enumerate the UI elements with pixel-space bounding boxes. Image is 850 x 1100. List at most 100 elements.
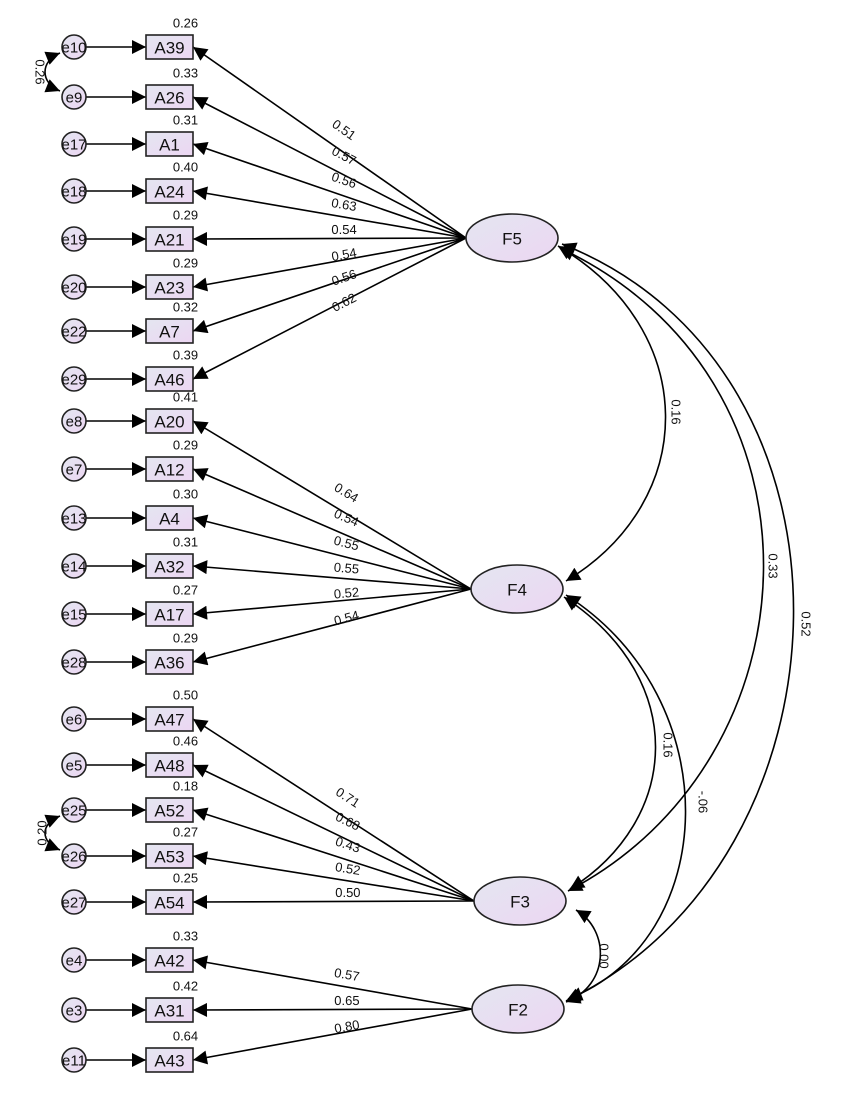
error-label: e29 bbox=[61, 372, 86, 389]
error-label: e15 bbox=[61, 607, 86, 624]
loading-path bbox=[192, 237, 467, 292]
observed-variable bbox=[145, 131, 194, 157]
factor-label: F2 bbox=[508, 1001, 528, 1020]
indicator-label: A39 bbox=[154, 39, 184, 58]
factor-covariance-path bbox=[561, 242, 795, 1002]
error-term bbox=[61, 601, 87, 627]
error-term bbox=[61, 797, 87, 823]
loading-label: 0.55 bbox=[332, 533, 360, 554]
loading-path bbox=[192, 894, 475, 909]
loading-path bbox=[192, 718, 475, 902]
error-label: e11 bbox=[62, 1053, 86, 1070]
factor-covariance-label: 0.52 bbox=[799, 611, 814, 636]
factor-covariance-path bbox=[565, 594, 687, 1001]
loading-label: 0.54 bbox=[330, 245, 358, 264]
loading-path bbox=[192, 237, 467, 334]
r-squared-label: 0.29 bbox=[173, 631, 198, 646]
observed-variable bbox=[145, 226, 194, 252]
observed-variable bbox=[145, 553, 194, 579]
error-term bbox=[61, 226, 87, 252]
r-squared-label: 0.30 bbox=[173, 487, 198, 502]
indicator-label: A47 bbox=[154, 711, 184, 730]
loading-label: 0.55 bbox=[333, 560, 359, 577]
error-term bbox=[61, 274, 87, 300]
error-label: e8 bbox=[66, 414, 83, 431]
loading-path bbox=[192, 560, 472, 590]
loading-label: 0.50 bbox=[335, 885, 360, 900]
error-label: e18 bbox=[61, 184, 86, 201]
loading-label: 0.68 bbox=[333, 809, 362, 834]
indicator-label: A7 bbox=[159, 323, 180, 342]
loading-path bbox=[192, 764, 475, 902]
loading-path bbox=[192, 588, 472, 666]
loading-path bbox=[192, 468, 472, 590]
observed-variable bbox=[145, 997, 194, 1023]
error-term bbox=[61, 131, 87, 157]
latent-factor bbox=[471, 984, 565, 1034]
r-squared-label: 0.32 bbox=[173, 300, 198, 315]
r-squared-label: 0.33 bbox=[173, 929, 198, 944]
loading-path bbox=[192, 851, 475, 902]
r-squared-label: 0.46 bbox=[173, 734, 198, 749]
r-squared-label: 0.41 bbox=[173, 390, 198, 405]
error-term bbox=[61, 318, 87, 344]
loading-path bbox=[192, 588, 472, 620]
r-squared-label: 0.26 bbox=[173, 16, 198, 31]
indicator-label: A12 bbox=[154, 461, 184, 480]
observed-variable bbox=[145, 706, 194, 732]
error-label: e14 bbox=[61, 559, 86, 576]
observed-variable bbox=[145, 797, 194, 823]
r-squared-label: 0.18 bbox=[173, 779, 198, 794]
error-term bbox=[61, 649, 87, 675]
edges-layer bbox=[44, 40, 795, 1067]
indicator-label: A21 bbox=[154, 231, 184, 250]
loading-path bbox=[192, 807, 475, 902]
loading-label: 0.43 bbox=[334, 834, 363, 856]
error-term bbox=[61, 178, 87, 204]
error-label: e9 bbox=[66, 90, 83, 107]
indicator-label: A31 bbox=[154, 1002, 184, 1021]
nodes-layer bbox=[61, 34, 567, 1073]
error-label: e20 bbox=[61, 280, 86, 297]
error-label: e22 bbox=[61, 324, 86, 341]
loading-label: 0.57 bbox=[329, 143, 358, 168]
error-label: e7 bbox=[66, 462, 83, 479]
factor-covariance-path bbox=[563, 596, 657, 890]
loading-path bbox=[192, 141, 467, 239]
error-term bbox=[61, 889, 87, 915]
indicator-label: A42 bbox=[154, 952, 184, 971]
observed-variable bbox=[145, 408, 194, 434]
error-covariance-label: 0.26 bbox=[33, 59, 48, 84]
r-squared-label: 0.39 bbox=[173, 348, 198, 363]
indicator-label: A20 bbox=[154, 413, 184, 432]
error-label: e4 bbox=[66, 953, 83, 970]
r-squared-label: 0.27 bbox=[173, 825, 198, 840]
indicator-label: A48 bbox=[154, 757, 184, 776]
error-term bbox=[61, 408, 87, 434]
loading-label: 0.54 bbox=[331, 222, 356, 237]
factor-covariance-label: 0.16 bbox=[661, 732, 676, 757]
loading-label: 0.57 bbox=[333, 965, 361, 984]
error-term bbox=[61, 34, 87, 60]
loading-label: 0.63 bbox=[330, 195, 357, 214]
error-term bbox=[61, 366, 87, 392]
indicator-label: A24 bbox=[154, 183, 184, 202]
factor-covariance-label: 0.33 bbox=[766, 553, 781, 578]
indicator-label: A26 bbox=[154, 89, 184, 108]
observed-variable bbox=[145, 889, 194, 915]
latent-factor bbox=[473, 876, 567, 926]
r-squared-label: 0.27 bbox=[173, 583, 198, 598]
loading-path bbox=[192, 237, 467, 380]
observed-variable bbox=[145, 1047, 194, 1073]
loading-path bbox=[192, 186, 467, 239]
error-covariance-path bbox=[44, 814, 61, 852]
loading-path bbox=[192, 231, 467, 246]
indicator-label: A36 bbox=[154, 654, 184, 673]
error-label: e17 bbox=[61, 137, 86, 154]
error-covariance-path bbox=[44, 51, 61, 93]
factor-label: F5 bbox=[502, 230, 522, 249]
error-covariance-label: 0.20 bbox=[35, 820, 50, 845]
error-label: e19 bbox=[61, 232, 86, 249]
factor-covariance-label: -.06 bbox=[696, 791, 711, 813]
